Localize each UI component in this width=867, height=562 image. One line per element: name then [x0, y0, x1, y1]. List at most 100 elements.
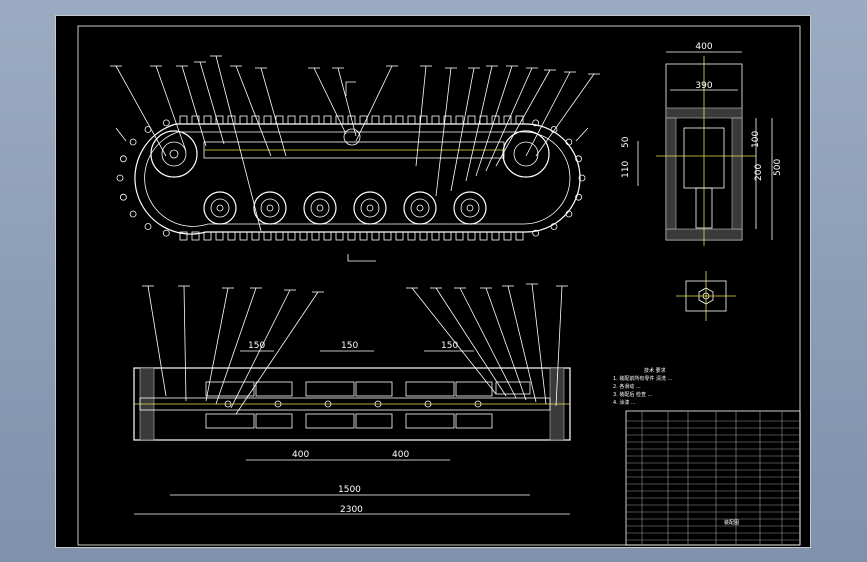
- dim-200-label: 200: [754, 164, 764, 181]
- grouser-tooth: [335, 115, 344, 125]
- grouser-tooth: [467, 115, 476, 125]
- plan-block: [405, 381, 455, 397]
- plan-leader-line: [147, 285, 167, 397]
- plan-bolt: [324, 400, 332, 408]
- grouser-tooth: [443, 231, 452, 241]
- grouser-tooth: [479, 231, 488, 241]
- grouser-tooth: [191, 231, 200, 241]
- grouser-tooth: [455, 115, 464, 125]
- title-block-mark: 装配图: [724, 519, 739, 526]
- grouser-tooth: [431, 231, 440, 241]
- grouser-tooth: [455, 231, 464, 241]
- dim-500-label: 500: [773, 159, 783, 176]
- plan-leader-line: [435, 287, 507, 397]
- sprocket-hub: [161, 141, 187, 167]
- leader-line: [115, 65, 167, 157]
- grouser-tooth: [550, 126, 558, 133]
- grouser-tooth: [550, 223, 558, 230]
- grouser-tooth: [395, 115, 404, 125]
- leader-line: [495, 69, 551, 167]
- grouser-tooth: [239, 231, 248, 241]
- plan-leader-line: [235, 291, 319, 415]
- grouser-tooth: [578, 174, 586, 182]
- leader-line: [450, 67, 475, 192]
- grouser-tooth: [311, 231, 320, 241]
- grouser-tooth: [419, 115, 428, 125]
- leader-line: [355, 65, 393, 142]
- plan-leader-line: [555, 285, 563, 407]
- grouser-tooth: [383, 115, 392, 125]
- leader-line: [313, 67, 347, 135]
- grouser-tooth: [359, 115, 368, 125]
- side-hatch-right: [731, 117, 743, 230]
- plan-shaft: [139, 397, 551, 411]
- road-wheel-hub: [310, 198, 330, 218]
- grouser-tooth: [203, 115, 212, 125]
- road-wheel-axle: [366, 204, 374, 212]
- dim-150b-label: 150: [341, 341, 358, 351]
- dim-100-label: 100: [751, 131, 761, 148]
- road-wheel-hub: [410, 198, 430, 218]
- plan-block: [455, 381, 493, 397]
- road-wheel: [403, 191, 437, 225]
- road-wheel: [353, 191, 387, 225]
- road-wheel-hub: [460, 198, 480, 218]
- side-section-view: 400 390 200 500 100 50 110: [621, 42, 783, 246]
- title-block-outline: [625, 410, 801, 546]
- grouser-tooth: [120, 193, 127, 201]
- dim-150a-label: 150: [248, 341, 265, 351]
- grouser-tooth: [532, 119, 540, 127]
- part-leaders: [110, 55, 600, 232]
- grouser-tooth: [179, 231, 188, 241]
- section-arrow-bottom: [347, 254, 376, 262]
- road-wheel-hub: [260, 198, 280, 218]
- dim-400-label: 400: [695, 42, 712, 52]
- crawler-track-elevation: [110, 55, 600, 262]
- road-wheel: [203, 191, 237, 225]
- grouser-tooth: [503, 115, 512, 125]
- plan-block: [205, 413, 255, 429]
- carrier-roller: [343, 128, 361, 146]
- leader-line: [235, 65, 272, 157]
- grouser-tooth: [311, 115, 320, 125]
- plan-block: [355, 413, 393, 429]
- leader-line: [260, 67, 287, 157]
- road-wheel-hub: [210, 198, 230, 218]
- grouser-tooth: [162, 119, 170, 127]
- leader-line: [485, 67, 533, 172]
- dim-400b-label: 400: [392, 450, 409, 460]
- dim-50-label: 50: [621, 136, 631, 148]
- plan-block: [305, 413, 355, 429]
- grouser-tooth: [515, 231, 524, 241]
- grouser-tooth: [503, 231, 512, 241]
- leader-line: [181, 65, 207, 147]
- section-arrow-top: [345, 81, 356, 96]
- road-wheel: [453, 191, 487, 225]
- road-wheel-hub: [360, 198, 380, 218]
- plan-block: [355, 381, 393, 397]
- grouser-tooth: [347, 115, 356, 125]
- plan-view: 150 150 150 400 400 1500 2300: [133, 283, 571, 515]
- leader-line: [475, 65, 513, 177]
- dim-400a-label: 400: [292, 450, 309, 460]
- plan-leaders: [142, 283, 568, 415]
- grouser-tooth: [383, 231, 392, 241]
- grouser-tooth: [191, 115, 200, 125]
- plan-block: [255, 381, 293, 397]
- grouser-tooth: [491, 231, 500, 241]
- grouser-tooth: [575, 193, 582, 201]
- grouser-tooth: [144, 223, 152, 230]
- grouser-tooth: [263, 115, 272, 125]
- rotation-arrows: [115, 127, 589, 142]
- grouser-tooth: [371, 231, 380, 241]
- grouser-tooth: [565, 210, 573, 218]
- plan-leader-line: [215, 287, 257, 405]
- road-wheel-axle: [266, 204, 274, 212]
- grouser-tooth: [347, 231, 356, 241]
- grouser-tooth: [203, 231, 212, 241]
- grouser-tooth: [215, 231, 224, 241]
- leader-line: [415, 65, 427, 167]
- grouser-tooth: [359, 231, 368, 241]
- grouser-tooth: [179, 115, 188, 125]
- grouser-tooth: [565, 138, 573, 146]
